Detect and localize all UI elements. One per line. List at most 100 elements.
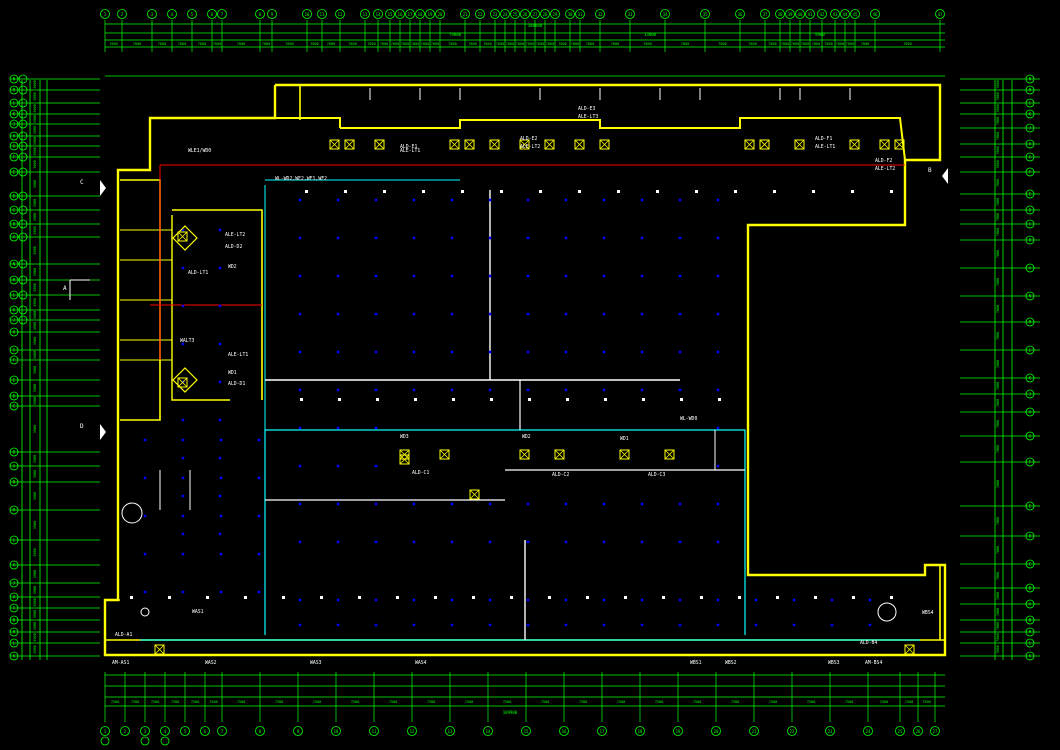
grid-label-top: 10 — [305, 12, 310, 17]
grid-label-top: 26 — [523, 12, 528, 17]
equipment-label: ALD-F2 — [875, 158, 892, 164]
sprinkler-head — [181, 532, 185, 536]
dimension-text: 13800 — [644, 32, 657, 37]
grid-bubble-right — [1025, 263, 1035, 273]
sprinkler-head — [526, 540, 530, 544]
column — [358, 596, 361, 599]
sprinkler-head — [716, 502, 720, 506]
grid-label-top: 4 — [171, 12, 174, 17]
equipment-label: WLE1/WD0 — [188, 148, 211, 154]
dimension-text: 7800 — [781, 42, 789, 46]
sprinkler-head — [181, 342, 185, 346]
grid-bubble-top — [805, 9, 815, 19]
sprinkler-head — [298, 236, 302, 240]
grid-bubble-left — [9, 219, 19, 229]
dimension-text: 7800 — [996, 622, 1000, 630]
grid-label-right: E — [1029, 192, 1032, 197]
dimension-text: 3900 — [33, 311, 37, 319]
sprinkler-head — [219, 590, 223, 594]
sprinkler-head — [218, 456, 222, 460]
dimension-text: 7500 — [389, 700, 397, 704]
sprinkler-head — [792, 623, 796, 627]
dimension-text: 7800 — [536, 42, 544, 46]
sprinkler-head — [218, 228, 222, 232]
equipment-label: WD2 — [228, 264, 237, 270]
grid-label-right: G — [1029, 155, 1032, 160]
sprinkler-head — [678, 236, 682, 240]
dimension-text: 9900 — [815, 32, 825, 37]
equipment-label: WAS2 — [205, 660, 217, 666]
distribution-panel — [344, 139, 355, 150]
grid-label-right: K — [1029, 654, 1032, 659]
column — [396, 596, 399, 599]
equipment-cross — [554, 449, 565, 460]
equipment-label: ALD-A1 — [115, 632, 132, 638]
sprinkler-head — [640, 198, 644, 202]
column — [642, 398, 645, 401]
sprinkler-head — [564, 198, 568, 202]
grid-bubble-bottom — [913, 726, 923, 736]
distribution-panel — [154, 644, 165, 655]
column — [206, 596, 209, 599]
dimension-text: 7800 — [611, 42, 619, 46]
grid-bubble-right — [1025, 501, 1035, 511]
dimension-text: 7500 — [807, 700, 815, 704]
sprinkler-head — [602, 312, 606, 316]
dimension-text: 7800 — [996, 92, 1000, 100]
sprinkler-head — [412, 198, 416, 202]
grid-bubble-right — [1025, 152, 1035, 162]
column — [422, 190, 425, 193]
dimension-text: 7800 — [327, 42, 335, 46]
wall-segment — [340, 117, 906, 161]
equipment-cross — [894, 139, 905, 150]
grid-bubble-top — [100, 9, 110, 19]
grid-label-left: E — [13, 170, 16, 175]
equipment-cross — [664, 449, 675, 460]
column — [890, 596, 893, 599]
distribution-panel — [904, 644, 915, 655]
dimension-text: 7800 — [468, 42, 476, 46]
grid-bubble-left — [18, 85, 28, 95]
grid-bubble-right — [1025, 627, 1035, 637]
grid-label-top: 2 — [121, 12, 124, 17]
grid-bubble-top — [500, 9, 510, 19]
grid-bubble-bottom — [200, 726, 210, 736]
grid-bubble-top — [550, 9, 560, 19]
column — [680, 398, 683, 401]
grid-bubble-left — [9, 232, 19, 242]
sprinkler-head — [450, 350, 454, 354]
dimension-text: 7800 — [996, 608, 1000, 616]
grid-bubble-top — [405, 9, 415, 19]
grid-bubble-left — [9, 305, 19, 315]
column — [814, 596, 817, 599]
sprinkler-head — [412, 274, 416, 278]
grid-label-left: M — [13, 88, 16, 93]
grid-bubble-top — [870, 9, 880, 19]
equipment-label: WAS3 — [310, 660, 322, 666]
grid-label-bottom: 6 — [204, 729, 207, 734]
distribution-panel — [464, 139, 475, 150]
grid-bubble-right — [1025, 219, 1035, 229]
grid-bubble-bottom — [217, 726, 227, 736]
distribution-panel — [574, 139, 585, 150]
grid-bubble-top — [385, 9, 395, 19]
sprinkler-head — [488, 623, 492, 627]
sprinkler-head — [488, 598, 492, 602]
grid-bubble-top — [595, 9, 605, 19]
column — [528, 398, 531, 401]
sprinkler-head — [374, 388, 378, 392]
dimension-text: 7800 — [483, 42, 491, 46]
equipment-label: ALD-E3 — [578, 106, 595, 112]
grid-bubble-right — [1025, 431, 1035, 441]
grid-bubble-left — [18, 205, 28, 215]
grid-label-bottom: 16 — [562, 729, 567, 734]
distribution-panel — [794, 139, 805, 150]
equipment-label: WD1 — [620, 436, 629, 442]
grid-bubble-bottom — [331, 726, 341, 736]
grid-bubble-right — [1025, 205, 1035, 215]
dimension-text: 7500 — [313, 700, 321, 704]
grid-bubble-right — [1025, 583, 1035, 593]
grid-bubble-left — [9, 560, 19, 570]
grid-bubble-left — [9, 131, 19, 141]
